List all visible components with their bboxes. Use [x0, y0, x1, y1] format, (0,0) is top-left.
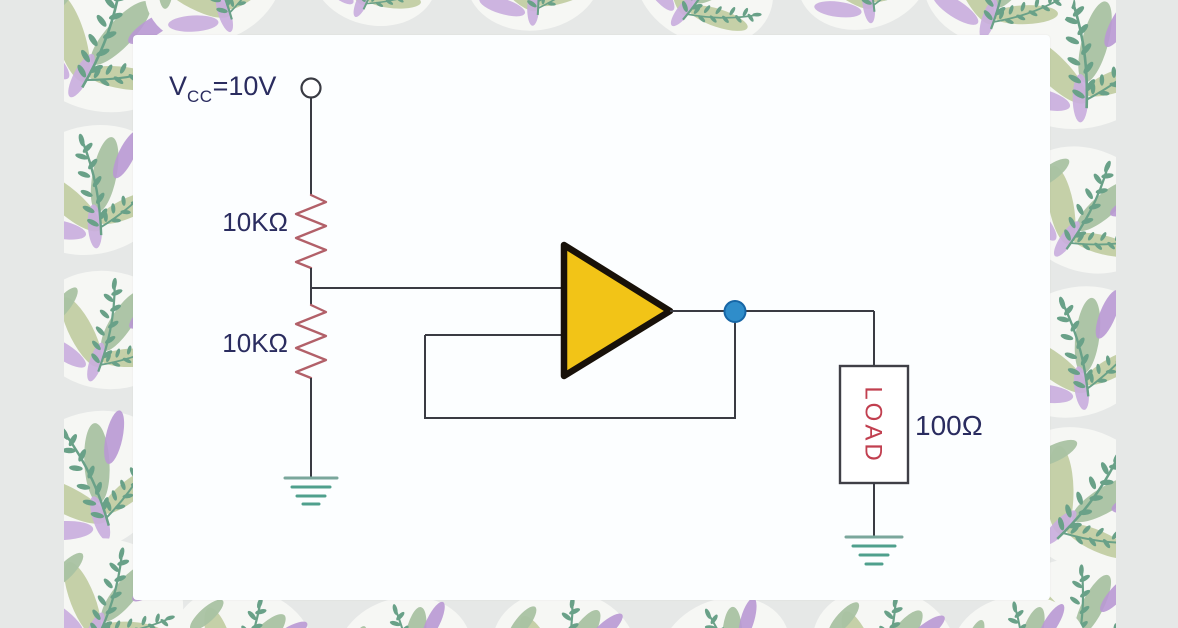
ground-icon-left: [283, 476, 339, 506]
output-node: [723, 300, 747, 323]
resistor-r1: [294, 193, 328, 270]
power-terminal-circle: [300, 77, 322, 99]
load-value-label: 100Ω: [915, 410, 983, 441]
r2-label: 10KΩ: [222, 328, 288, 358]
circuit-svg: [283, 77, 910, 566]
ground-icon-right: [844, 535, 904, 566]
r1-label: 10KΩ: [222, 207, 288, 237]
load-label-text: LOAD: [860, 385, 888, 464]
vcc-label-value: =10V: [212, 71, 277, 101]
vcc-label-prefix: V: [169, 71, 188, 101]
resistor-r2: [294, 303, 328, 380]
load-box: [838, 364, 910, 485]
diagram-canvas: VCC=10V 10KΩ 10KΩ LOAD 100Ω: [133, 35, 1050, 600]
vcc-label-subscript: CC: [187, 87, 213, 106]
buffer-amp-triangle: [560, 241, 674, 380]
feedback-loop-wire: [424, 312, 736, 419]
load-label: LOAD: [839, 366, 907, 483]
vcc-label: VCC=10V: [169, 71, 276, 107]
